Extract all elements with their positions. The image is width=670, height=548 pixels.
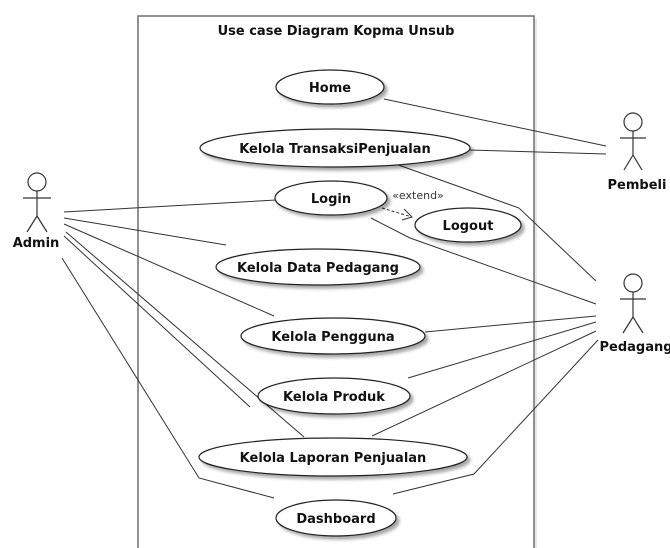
assoc-pedagang-kelola-pengguna	[424, 315, 597, 333]
actor-pedagang-label: Pedagang	[599, 340, 670, 355]
use-case-kelola-pengguna-label: Kelola Pengguna	[271, 330, 394, 345]
actor-pedagang-icon[interactable]	[620, 273, 646, 334]
assoc-admin-kelola-data-pedagang	[63, 217, 227, 246]
extend-stereotype: «extend»	[392, 189, 444, 202]
assoc-admin-kelola-produk	[63, 235, 251, 408]
use-case-login[interactable]	[274, 180, 388, 216]
actor-pembeli-label: Pembeli	[608, 178, 667, 193]
assoc-pembeli-home	[383, 98, 607, 147]
use-case-dashboard[interactable]	[275, 499, 397, 537]
use-case-kelola-data-pedagang-label: Kelola Data Pedagang	[237, 261, 399, 276]
use-case-kelola-laporan-penjualan[interactable]	[198, 437, 468, 477]
assoc-pedagang-kelola-produk	[407, 321, 597, 379]
extend-arrow-line	[381, 207, 413, 218]
assoc-pedagang-dashboard	[392, 339, 599, 495]
assoc-admin-kelola-pengguna	[63, 223, 275, 317]
use-case-kelola-data-pedagang[interactable]	[215, 248, 421, 286]
use-case-logout[interactable]	[414, 207, 522, 243]
use-case-home[interactable]	[275, 69, 385, 105]
use-case-dashboard-label: Dashboard	[296, 512, 375, 527]
assoc-pedagang-kelola-transaksi	[389, 161, 597, 282]
use-case-home-label: Home	[309, 81, 351, 96]
extend-arrow-head	[401, 208, 413, 221]
use-case-kelola-laporan-label: Kelola Laporan Penjualan	[240, 451, 427, 466]
use-case-kelola-produk[interactable]	[257, 377, 411, 415]
system-title: Use case Diagram Kopma Unsub	[218, 24, 455, 39]
use-case-kelola-produk-label: Kelola Produk	[283, 390, 385, 405]
use-case-kelola-transaksi-label: Kelola TransaksiPenjualan	[239, 142, 431, 157]
actor-admin-label: Admin	[13, 236, 60, 251]
assoc-pedagang-login	[370, 217, 597, 305]
actor-pembeli-icon[interactable]	[620, 112, 646, 171]
assoc-admin-login	[63, 199, 277, 213]
assoc-admin-dashboard	[61, 257, 275, 499]
use-case-kelola-transaksi-penjualan[interactable]	[199, 128, 471, 168]
actor-admin-icon[interactable]	[23, 172, 51, 233]
assoc-pedagang-kelola-laporan	[371, 330, 597, 437]
extend-relation: «extend»	[381, 189, 444, 221]
use-case-login-label: Login	[311, 192, 351, 207]
use-case-logout-label: Logout	[443, 219, 494, 234]
use-case-kelola-pengguna[interactable]	[240, 317, 426, 355]
assoc-pembeli-kelola-transaksi	[468, 149, 607, 155]
